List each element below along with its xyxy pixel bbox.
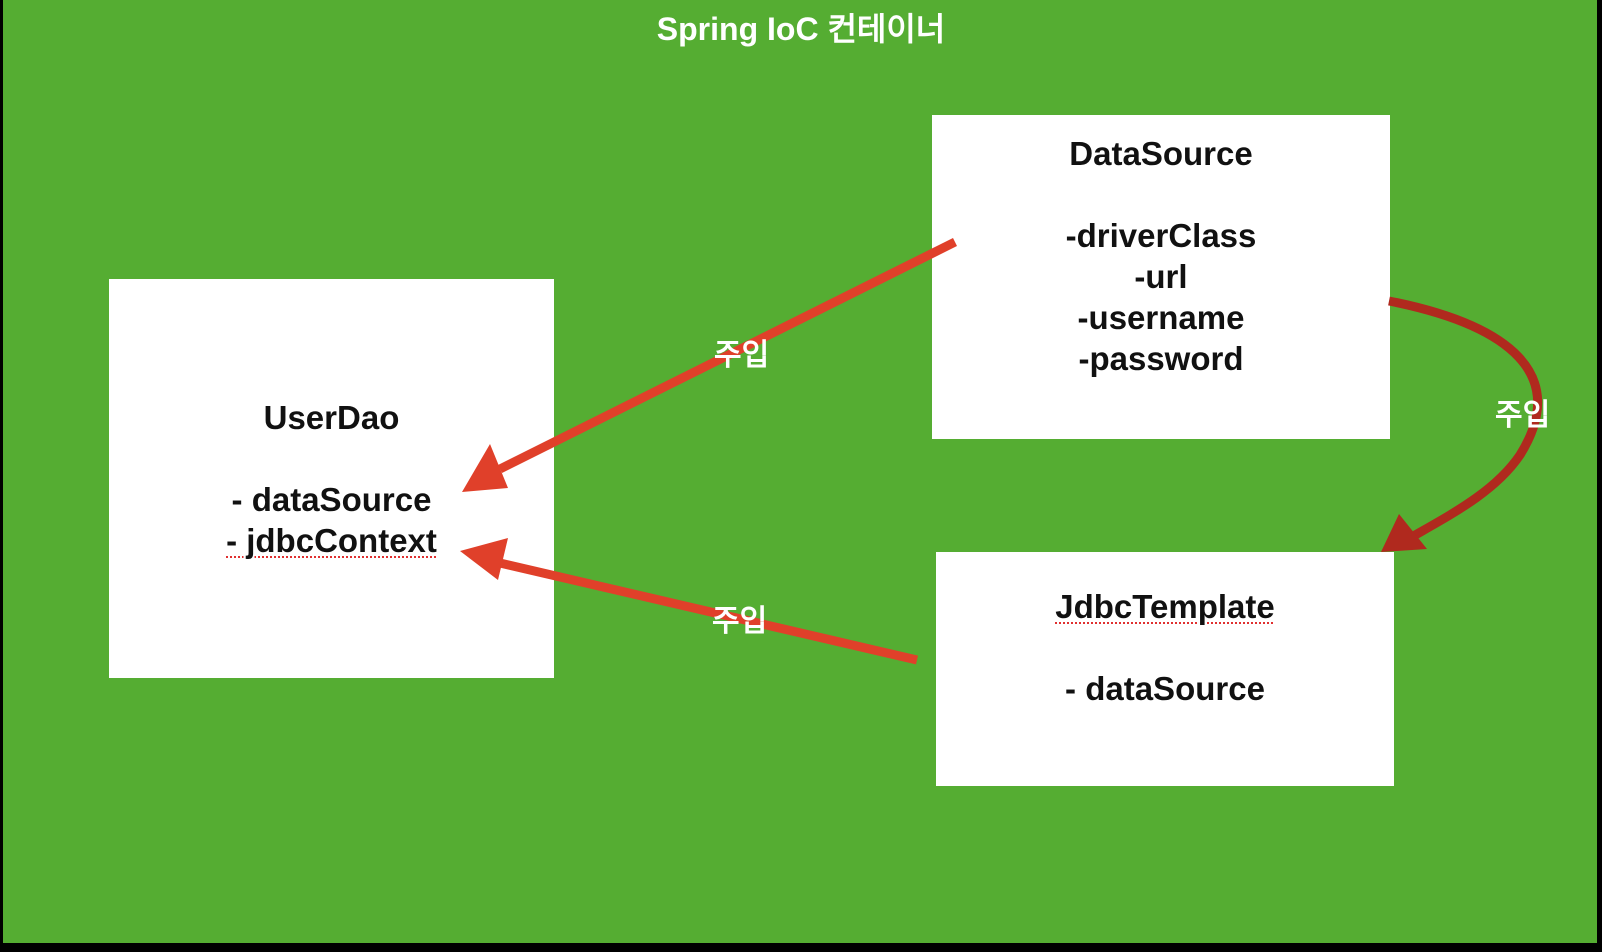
- arrow-jdbctemplate-to-userdao: [498, 558, 919, 665]
- arrow-datasource-to-userdao: [497, 237, 958, 474]
- arrow-datasource-to-jdbctemplate: [1388, 296, 1543, 542]
- arrowhead-datasource-to-userdao: [462, 444, 508, 492]
- datasource-field-url: -url: [1134, 258, 1188, 295]
- container-title: Spring IoC 컨테이너: [656, 11, 946, 47]
- arrowhead-datasource-to-jdbctemplate: [1381, 514, 1427, 552]
- edge-label-jdbctemplate-userdao: 주입: [712, 604, 768, 639]
- arrowhead-jdbctemplate-to-userdao: [460, 538, 508, 580]
- userdao-field-jdbccontext: - jdbcContext: [226, 522, 437, 559]
- edge-label-datasource-jdbctemplate: 주입: [1495, 398, 1551, 433]
- datasource-name: DataSource: [1069, 135, 1253, 172]
- userdao-name: UserDao: [263, 399, 400, 436]
- datasource-field-driverclass: -driverClass: [1065, 217, 1257, 254]
- edge-label-datasource-userdao: 주입: [714, 338, 770, 373]
- userdao-field-datasource: - dataSource: [231, 481, 432, 518]
- jdbctemplate-box: JdbcTemplate - dataSource: [936, 552, 1394, 786]
- jdbctemplate-field-datasource: - dataSource: [1065, 670, 1265, 707]
- datasource-field-username: -username: [1077, 299, 1245, 336]
- datasource-box: DataSource -driverClass -url -username -…: [932, 115, 1390, 439]
- jdbctemplate-name: JdbcTemplate: [1055, 588, 1275, 625]
- datasource-field-password: -password: [1078, 340, 1244, 377]
